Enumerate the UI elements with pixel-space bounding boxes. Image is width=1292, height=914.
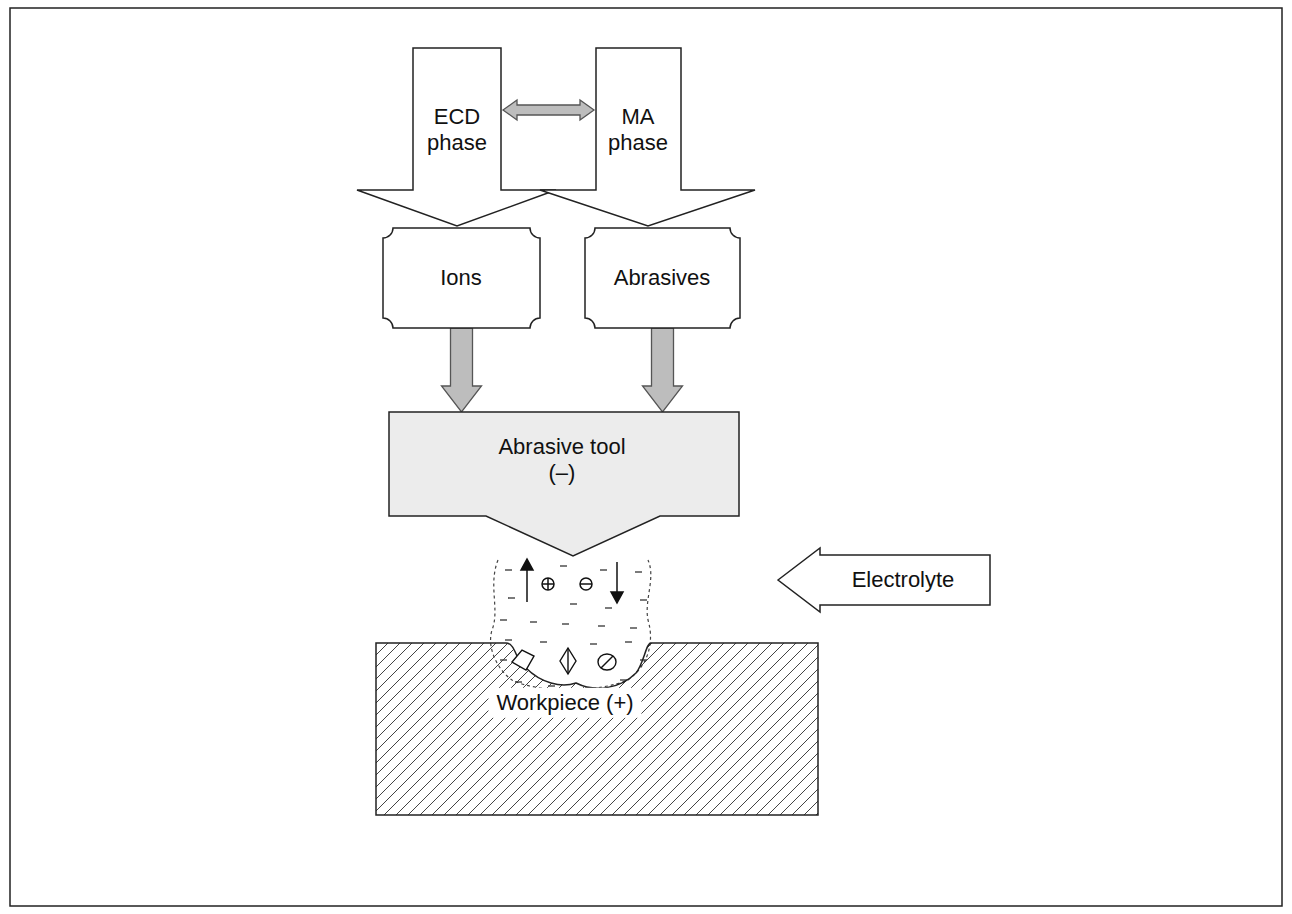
frame-border xyxy=(10,8,1282,906)
node-label: ECD phase xyxy=(415,104,499,157)
block-arrow xyxy=(503,100,594,120)
node-label: Abrasives xyxy=(614,265,711,291)
abrasive-grain xyxy=(560,648,576,674)
node-label: Abrasive tool (–) xyxy=(490,434,635,487)
block-arrow xyxy=(442,328,482,412)
node-label: MA phase xyxy=(596,104,680,157)
phase-arrow: MA phase xyxy=(540,48,755,226)
phase-arrow: ECD phase xyxy=(357,48,556,226)
notched-box: Ions xyxy=(383,228,540,328)
abrasive-grain xyxy=(598,654,616,670)
tool-box: Abrasive tool (–) xyxy=(389,412,739,556)
block-arrow xyxy=(643,328,683,412)
node-label: Workpiece (+) xyxy=(488,688,641,718)
notched-box: Abrasives xyxy=(585,228,740,328)
node-label: Ions xyxy=(440,265,482,291)
workpiece-block: Workpiece (+) xyxy=(376,643,818,815)
node-label: Electrolyte xyxy=(852,567,955,593)
workpiece-block-outline xyxy=(376,643,818,815)
ion-flow xyxy=(521,559,623,603)
electrolyte-arrow: Electrolyte xyxy=(778,548,990,612)
